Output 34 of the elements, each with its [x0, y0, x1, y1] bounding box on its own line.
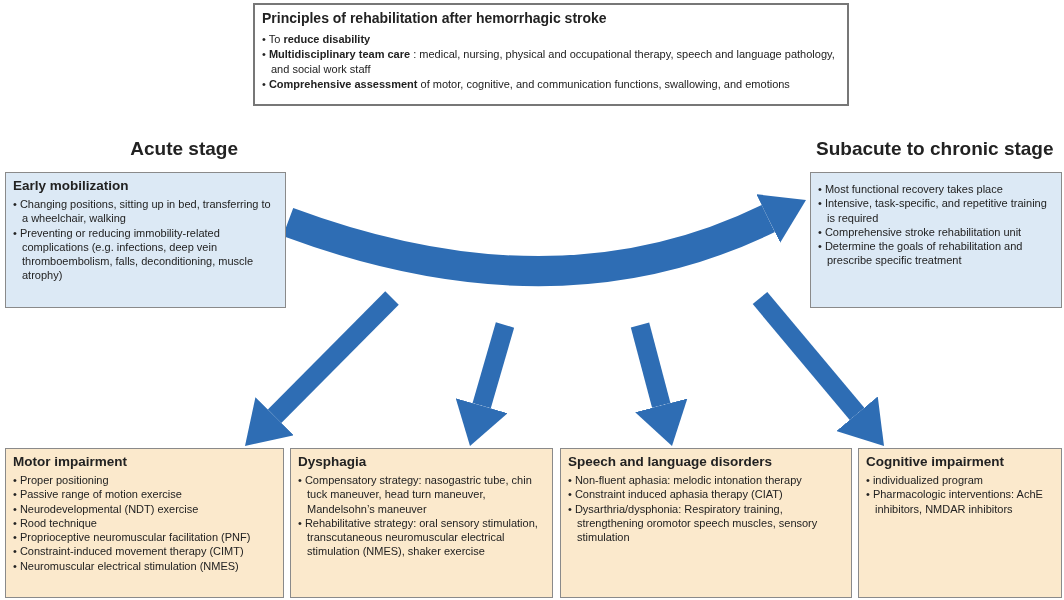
panel-heading: Principles of rehabilitation after hemorrhagic stroke: [262, 10, 608, 26]
bullet-text: • Proper positioning: [13, 473, 110, 488]
panel-heading: Motor impairment: [13, 454, 128, 469]
panel-heading: Cognitive impairment: [866, 454, 1006, 469]
bullet-text: • Rehabilitative strategy: oral sensory stimulation, transcutaneous neuromuscular electrical stimulation (NMES), shaker exercise: [298, 515, 539, 559]
bullet-text: • Neuromuscular electrical stimulation (NMES): [13, 558, 240, 574]
bullet-text: • Intensive, task-specific, and repetitive training is required: [818, 196, 1048, 225]
bullet-text: • Most functional recovery takes place: [818, 182, 1004, 197]
down-arrow: [630, 322, 688, 446]
bullet-text: • Constraint-induced movement therapy (CIMT): [13, 544, 245, 559]
bullet-text: • Passive range of motion exercise: [13, 487, 183, 502]
bullet-text: • Non-fluent aphasia: melodic intonation therapy: [568, 473, 803, 488]
bullet-text: • Rood technique: [13, 515, 98, 531]
bullet-text: • Compensatory strategy: nasogastric tube, chin tuck maneuver, head turn maneuver, Mandelsohn’s maneuver: [298, 473, 533, 516]
stage-heading: Subacute to chronic stage: [815, 138, 1055, 160]
bullet-text: • individualized program: [866, 473, 984, 488]
bullet-text: • Proprioceptive neuromuscular facilitation (PNF): [13, 530, 252, 545]
panel-heading: Dysphagia: [298, 454, 368, 469]
bullet-text: • Preventing or reducing immobility-related complications (e.g. infections, deep vein thromboembolism, falls, deconditioning, muscle atrophy): [13, 225, 255, 283]
down-arrow: [455, 322, 515, 446]
bullet-text: • Constraint induced aphasia therapy (CIAT): [568, 487, 784, 502]
bullet-text: • To reduce disability: [262, 32, 372, 47]
down-arrow: [752, 291, 884, 446]
panel-heading: Early mobilization: [13, 178, 130, 193]
bullet-text: • Comprehensive assessment of motor, cognitive, and communication functions, swallowing, and emotions: [262, 76, 791, 92]
panel-heading: Speech and language disorders: [568, 454, 774, 469]
down-arrow: [245, 291, 399, 446]
bullet-text: • Dysarthria/dysphonia: Respiratory training, strengthening oromotor speech muscles, sensory stimulation: [568, 501, 819, 545]
bullet-text: • Determine the goals of rehabilitation and prescribe specific treatment: [818, 239, 1024, 268]
bullet-text: • Pharmacologic interventions: AchE inhibitors, NMDAR inhibitors: [866, 487, 1044, 516]
bullet-text: • Neurodevelopmental (NDT) exercise: [13, 501, 200, 516]
bullet-text: • Changing positions, sitting up in bed, transferring to a wheelchair, walking: [13, 197, 272, 226]
bullet-text: • Comprehensive stroke rehabilitation unit: [818, 224, 1023, 240]
stage-heading: Acute stage: [129, 138, 239, 160]
